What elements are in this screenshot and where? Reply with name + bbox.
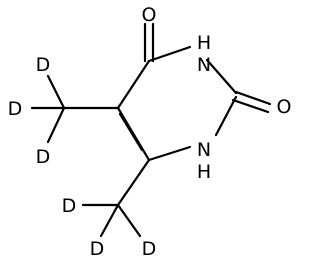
bonds [30,22,272,238]
atom-d-lower-left: D [62,195,77,217]
atom-n3: N [197,54,211,76]
atom-o-top: O [142,4,157,26]
bond-cd3-d3 [46,106,66,144]
atom-d-upper-bottom: D [36,146,51,168]
bond-c4-n3 [147,45,192,63]
atom-h-n3: H [197,32,211,54]
bond-n1-c6 [147,145,192,162]
bond-cd3b-d2 [99,203,120,238]
atom-d-upper-left: D [8,98,23,120]
bond-c2-o-b [231,98,270,114]
atom-d-lower-bottom-right: D [142,238,157,260]
atom-n1: N [197,139,211,161]
bond-c5-c4 [116,59,151,110]
bond-c2-o-a [234,90,272,106]
bond-n3-c2 [205,58,238,95]
atom-d-upper-top: D [36,54,51,76]
bond-c2-n1 [214,95,238,137]
bond-cd3b-d3 [116,203,142,238]
bond-cd3-d1 [46,74,66,110]
bond-c6-c5-b [118,112,144,152]
atom-labels: O H N O N H D D D D D D [8,4,292,260]
atom-d-lower-bottom-left: D [90,238,105,260]
atom-o-right: O [277,96,292,118]
atom-h-n1: H [197,161,211,183]
molecule-diagram: O H N O N H D D D D D D [8,4,292,260]
bond-c6-cd3 [116,158,151,207]
structure-canvas: O H N O N H D D D D D D [8,4,292,260]
